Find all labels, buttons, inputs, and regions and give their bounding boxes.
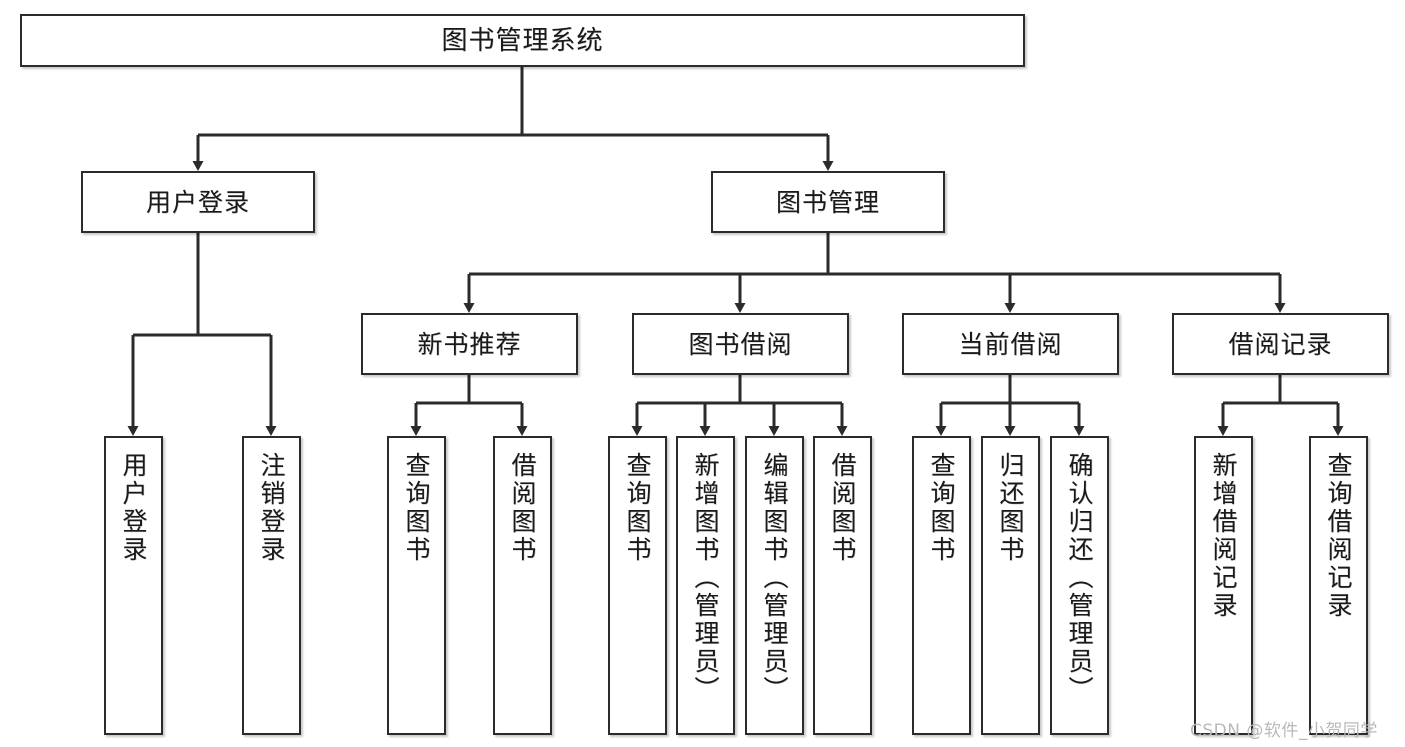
node-label: 查询图书 (927, 452, 956, 564)
node-borrow-record[interactable]: 借阅记录 (1172, 313, 1389, 375)
node-label: 新书推荐 (417, 329, 522, 359)
node-label: 图书借阅 (688, 329, 793, 359)
node-label: 查询借阅记录 (1324, 452, 1353, 620)
node-label: 新增借阅记录 (1209, 452, 1238, 620)
leaf-book-borrow-edit-book-admin[interactable]: 编辑图书（管理员） (745, 436, 804, 735)
leaf-current-borrow-query-book[interactable]: 查询图书 (912, 436, 971, 735)
leaf-current-borrow-return-book[interactable]: 归还图书 (981, 436, 1040, 735)
node-label: 归还图书 (996, 452, 1025, 564)
leaf-user-login-login[interactable]: 用户登录 (104, 436, 163, 735)
node-label: 注销登录 (257, 452, 286, 564)
leaf-user-login-logout[interactable]: 注销登录 (242, 436, 301, 735)
node-label: 当前借阅 (958, 329, 1063, 359)
node-label: 用户登录 (145, 187, 250, 217)
leaf-borrow-record-query-record[interactable]: 查询借阅记录 (1309, 436, 1368, 735)
node-label: 编辑图书（管理员） (760, 452, 789, 704)
node-new-book-recommend[interactable]: 新书推荐 (361, 313, 578, 375)
node-label: 借阅图书 (508, 452, 537, 564)
leaf-new-book-query-book[interactable]: 查询图书 (387, 436, 446, 735)
leaf-current-borrow-confirm-return-admin[interactable]: 确认归还（管理员） (1050, 436, 1109, 735)
node-label: 图书管理系统 (441, 25, 604, 56)
leaf-book-borrow-borrow-book[interactable]: 借阅图书 (813, 436, 872, 735)
leaf-new-book-borrow-book[interactable]: 借阅图书 (493, 436, 552, 735)
node-label: 用户登录 (119, 452, 148, 564)
watermark: CSDN @软件_小贺同学 (1190, 721, 1378, 741)
node-book-management[interactable]: 图书管理 (711, 171, 945, 233)
leaf-book-borrow-query-book[interactable]: 查询图书 (608, 436, 667, 735)
node-label: 查询图书 (402, 452, 431, 564)
node-user-login[interactable]: 用户登录 (81, 171, 315, 233)
node-label: 图书管理 (775, 187, 880, 217)
node-current-borrow[interactable]: 当前借阅 (902, 313, 1119, 375)
node-label: 借阅图书 (828, 452, 857, 564)
leaf-book-borrow-add-book-admin[interactable]: 新增图书（管理员） (676, 436, 735, 735)
node-label: 查询图书 (623, 452, 652, 564)
node-label: 确认归还（管理员） (1065, 452, 1094, 704)
node-label: 借阅记录 (1228, 329, 1333, 359)
node-book-borrow[interactable]: 图书借阅 (632, 313, 849, 375)
node-root-book-management-system[interactable]: 图书管理系统 (20, 14, 1025, 67)
leaf-borrow-record-add-record[interactable]: 新增借阅记录 (1194, 436, 1253, 735)
node-label: 新增图书（管理员） (691, 452, 720, 704)
